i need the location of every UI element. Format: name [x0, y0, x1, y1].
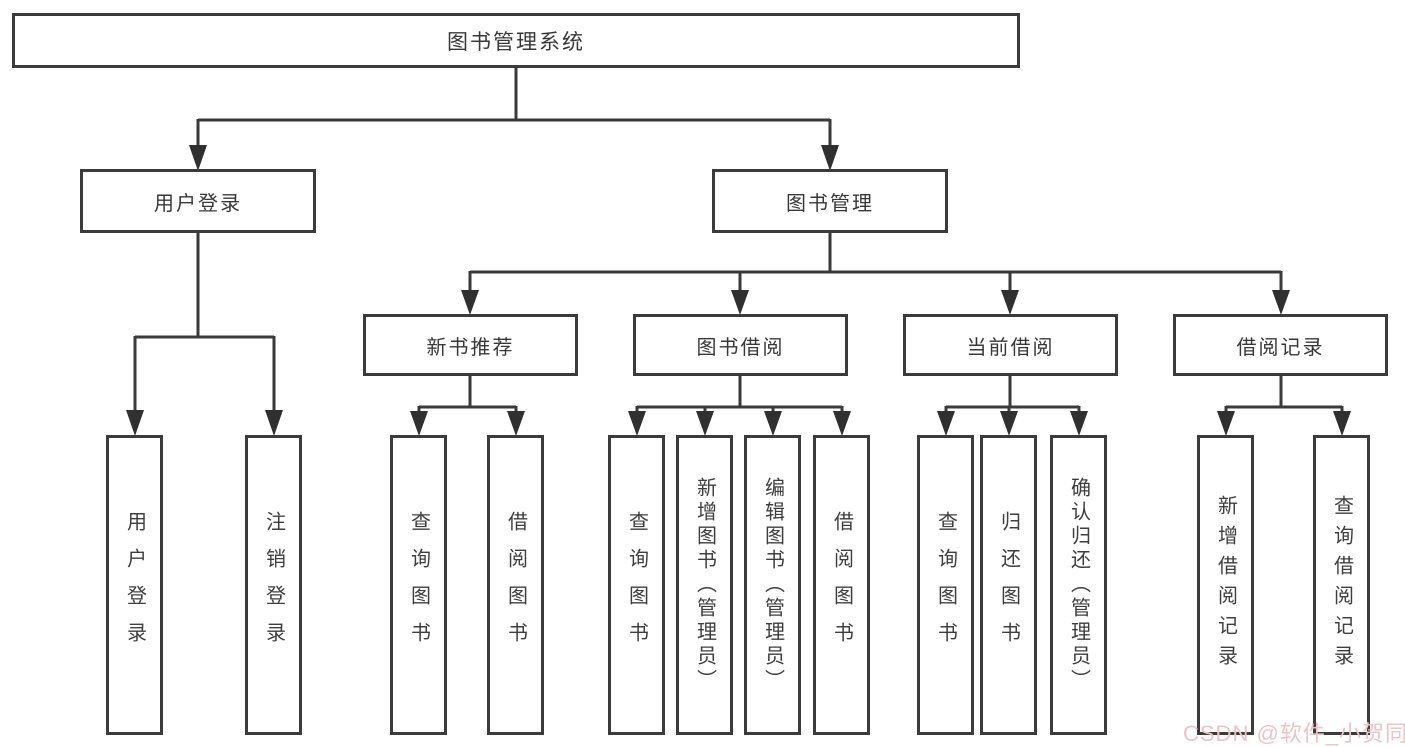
node-label: 查询图书 [407, 511, 430, 659]
node-label: 用户登录 [154, 192, 242, 215]
node-leaf-query-books-1: 查询图书 [390, 435, 447, 735]
node-user-login: 用户登录 [80, 169, 316, 233]
node-leaf-add-book-admin: 新增图书（管理员） [676, 435, 733, 735]
csdn-watermark: CSDN @软件_小贺同学 [1183, 721, 1405, 746]
node-book-borrowing: 图书借阅 [633, 314, 848, 376]
node-label: 查询图书 [625, 511, 648, 659]
node-label: 图书借阅 [696, 336, 785, 359]
node-borrowing-records: 借阅记录 [1173, 314, 1388, 376]
node-label: 新增图书（管理员） [693, 477, 716, 693]
node-label: 确认归还（管理员） [1067, 477, 1090, 693]
node-leaf-user-login: 用户登录 [106, 435, 163, 735]
node-book-management: 图书管理 [712, 169, 948, 233]
node-leaf-edit-book-admin: 编辑图书（管理员） [744, 435, 801, 735]
node-label: 借阅图书 [504, 511, 527, 659]
node-label: 借阅图书 [830, 511, 853, 659]
node-label: 图书管理系统 [447, 30, 585, 54]
node-leaf-confirm-return-admin: 确认归还（管理员） [1050, 435, 1107, 735]
node-label: 编辑图书（管理员） [761, 477, 784, 693]
node-leaf-borrow-books-2: 借阅图书 [813, 435, 870, 735]
node-label: 当前借阅 [966, 336, 1055, 359]
node-book-management-system: 图书管理系统 [12, 13, 1020, 68]
node-label: 注销登录 [262, 511, 285, 659]
node-label: 新增借阅记录 [1214, 495, 1237, 675]
node-label: 查询借阅记录 [1330, 495, 1353, 675]
node-leaf-return-book: 归还图书 [980, 435, 1037, 735]
node-leaf-logout: 注销登录 [245, 435, 302, 735]
node-label: 用户登录 [123, 511, 146, 659]
node-label: 借阅记录 [1236, 336, 1325, 359]
node-label: 新书推荐 [426, 336, 515, 359]
node-label: 归还图书 [997, 511, 1020, 659]
node-leaf-add-borrow-record: 新增借阅记录 [1197, 435, 1254, 735]
node-leaf-borrow-books-1: 借阅图书 [487, 435, 544, 735]
node-current-borrowing: 当前借阅 [903, 314, 1118, 376]
node-leaf-query-borrow-record: 查询借阅记录 [1313, 435, 1370, 735]
node-new-book-recommend: 新书推荐 [363, 314, 578, 376]
node-leaf-query-books-2: 查询图书 [608, 435, 665, 735]
node-leaf-query-books-3: 查询图书 [917, 435, 974, 735]
node-label: 查询图书 [934, 511, 957, 659]
node-label: 图书管理 [786, 192, 874, 215]
